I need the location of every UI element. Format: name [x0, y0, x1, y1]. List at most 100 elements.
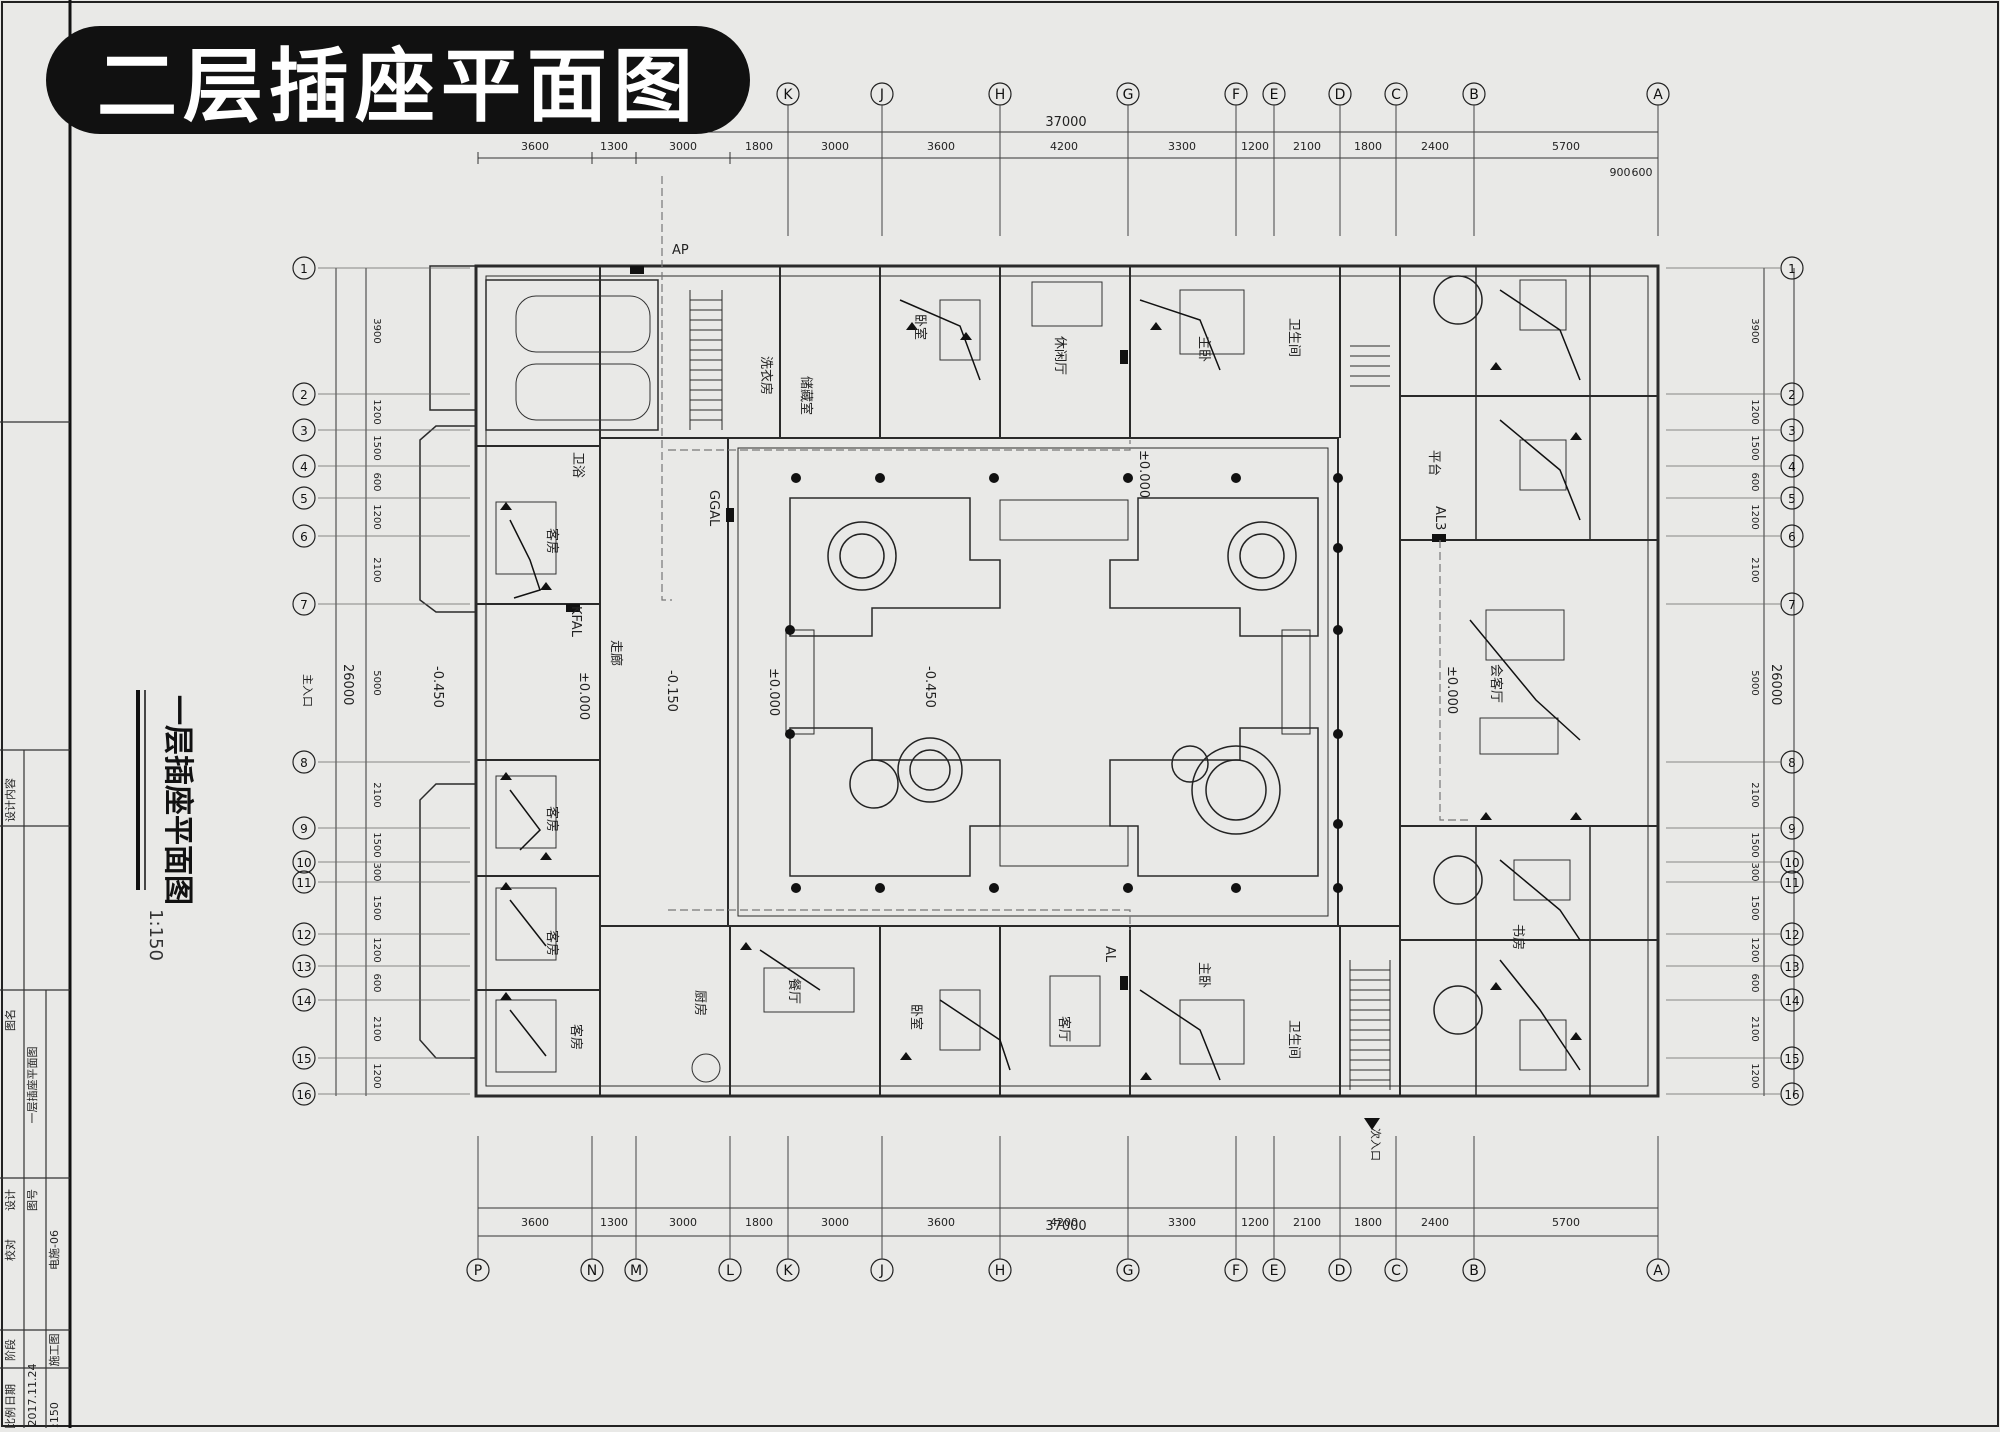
axis-bubble-row-5-right: 5: [1666, 486, 1804, 510]
dimension-label: 3000: [669, 1216, 697, 1229]
room-corridor: 走廊: [608, 640, 624, 666]
room-guest-d: 客房: [568, 1024, 584, 1050]
socket-wiring: [509, 289, 1581, 1081]
entry-arrow-icon: [1364, 1118, 1380, 1130]
axis-label: 11: [1784, 876, 1799, 890]
dimension-label: 3600: [927, 140, 955, 153]
dimension-label: 600: [371, 472, 382, 491]
axis-label: D: [1335, 1263, 1346, 1279]
axis-bubble-row-10-right: 10: [1666, 850, 1804, 874]
axis-label: 1: [300, 262, 308, 276]
tb-number-label: 图号: [26, 1189, 39, 1211]
axis-label: 10: [1784, 856, 1799, 870]
axis-label: P: [474, 1263, 482, 1279]
dimension-label: 3600: [521, 1216, 549, 1229]
level-c: ±0.000: [766, 668, 781, 716]
axis-label: B: [1469, 87, 1479, 103]
dimension-label: 1200: [1749, 937, 1760, 962]
axis-bubble-bottom-N: N: [580, 1136, 604, 1282]
dimension-label: 2100: [1749, 1016, 1760, 1041]
axis-bubble-bottom-P: P: [466, 1136, 490, 1282]
tb-drawing-name: 一层插座平面图: [25, 1047, 39, 1124]
axis-label: 6: [1788, 530, 1796, 544]
axis-label: 11: [296, 876, 311, 890]
axis-bubble-row-15-right: 15: [1666, 1046, 1804, 1070]
dimension-label: 5700: [1552, 1216, 1580, 1229]
label-ap: AP: [672, 243, 689, 258]
axis-label: G: [1123, 1263, 1134, 1279]
total-width-top: 37000: [1045, 115, 1086, 130]
axis-label: 2: [1788, 388, 1796, 402]
dimension-label: 3300: [1168, 140, 1196, 153]
axis-label: 5: [1788, 492, 1796, 506]
dimension-label: 1800: [745, 140, 773, 153]
dimension-label: 1200: [1241, 140, 1269, 153]
tb-drawing-label: 图名: [3, 1009, 17, 1031]
dimension-label: 2100: [1293, 1216, 1321, 1229]
axis-bubble-row-8-right: 8: [1666, 750, 1804, 774]
axis-label: 14: [1784, 994, 1799, 1008]
axis-label: 12: [1784, 928, 1799, 942]
axis-bubble-row-11-right: 11: [1666, 870, 1804, 894]
dimension-label: 300: [1749, 862, 1760, 881]
axis-label: M: [630, 1263, 642, 1279]
total-depth-right: 26000: [1768, 664, 1783, 705]
room-labels: AP GGAL KFAL AL3 AL ±0.000 ±0.000 ±0.000…: [301, 243, 1526, 1161]
axis-bubble-bottom-D: D: [1328, 1136, 1352, 1282]
dimension-label: 2100: [371, 557, 382, 582]
axis-bubble-top-B: B: [1462, 82, 1486, 236]
axis-label: 9: [300, 822, 308, 836]
axis-bubble-row-9-right: 9: [1666, 816, 1804, 840]
axis-label: 16: [296, 1088, 311, 1102]
axis-label: 13: [296, 960, 311, 974]
axis-bubble-row-1-left: 1: [292, 256, 470, 280]
tb-phase-label: 阶段: [3, 1339, 17, 1361]
side-scale: 1:150: [145, 909, 166, 961]
dimension-label: 1200: [371, 504, 382, 529]
axis-label: G: [1123, 87, 1134, 103]
dimension-label: 1300: [600, 140, 628, 153]
axis-bubble-row-2-right: 2: [1666, 382, 1804, 406]
dimension-label: 1800: [745, 1216, 773, 1229]
axis-label: 8: [300, 756, 308, 770]
axis-bubble-bottom-K: K: [776, 1136, 800, 1282]
dimension-label: 1200: [1749, 504, 1760, 529]
axis-label: 4: [1788, 460, 1796, 474]
axis-bubble-row-2-left: 2: [292, 382, 470, 406]
level-f: -0.450: [922, 666, 937, 708]
room-guest-b: 客房: [544, 806, 560, 832]
axis-bubble-row-8-left: 8: [292, 750, 470, 774]
axis-bubble-row-7-right: 7: [1666, 592, 1804, 616]
furniture: [495, 279, 1571, 1083]
tb-checker-label: 校对: [3, 1239, 17, 1261]
room-kid: 卧室: [912, 314, 928, 340]
dimension-lines: [335, 131, 1795, 1237]
level-b: ±0.000: [576, 672, 591, 720]
axis-bubble-row-5-left: 5: [292, 486, 470, 510]
tb-project: 设计内容: [3, 778, 17, 822]
room-bath-small: 卫浴: [570, 452, 585, 478]
total-depth-left: 26000: [340, 664, 355, 705]
tb-phase: 施工图: [48, 1334, 61, 1367]
dimension-label: 3900: [1749, 318, 1760, 343]
dimension-label: 2400: [1421, 1216, 1449, 1229]
axis-label: 15: [1784, 1052, 1799, 1066]
axis-bubble-row-9-left: 9: [292, 816, 470, 840]
dimension-label: 1200: [371, 399, 382, 424]
axis-bubble-row-1-right: 1: [1666, 256, 1804, 280]
axis-bubble-row-7-left: 7: [292, 592, 470, 616]
axis-label: 7: [300, 598, 308, 612]
dimension-label: 2100: [1749, 782, 1760, 807]
axis-bubble-bottom-M: M: [624, 1136, 648, 1282]
axis-bubble-row-3-left: 3: [292, 418, 470, 442]
axis-label: A: [1653, 1263, 1663, 1279]
courtyard-trees: [827, 275, 1483, 1035]
room-guest: 客厅: [1056, 1016, 1072, 1042]
level-g: -0.150: [664, 670, 679, 712]
side-title-group: 一层插座平面图 1:150: [136, 690, 195, 961]
axis-bubble-row-12-right: 12: [1666, 922, 1804, 946]
dimension-label: 1200: [1749, 1063, 1760, 1088]
